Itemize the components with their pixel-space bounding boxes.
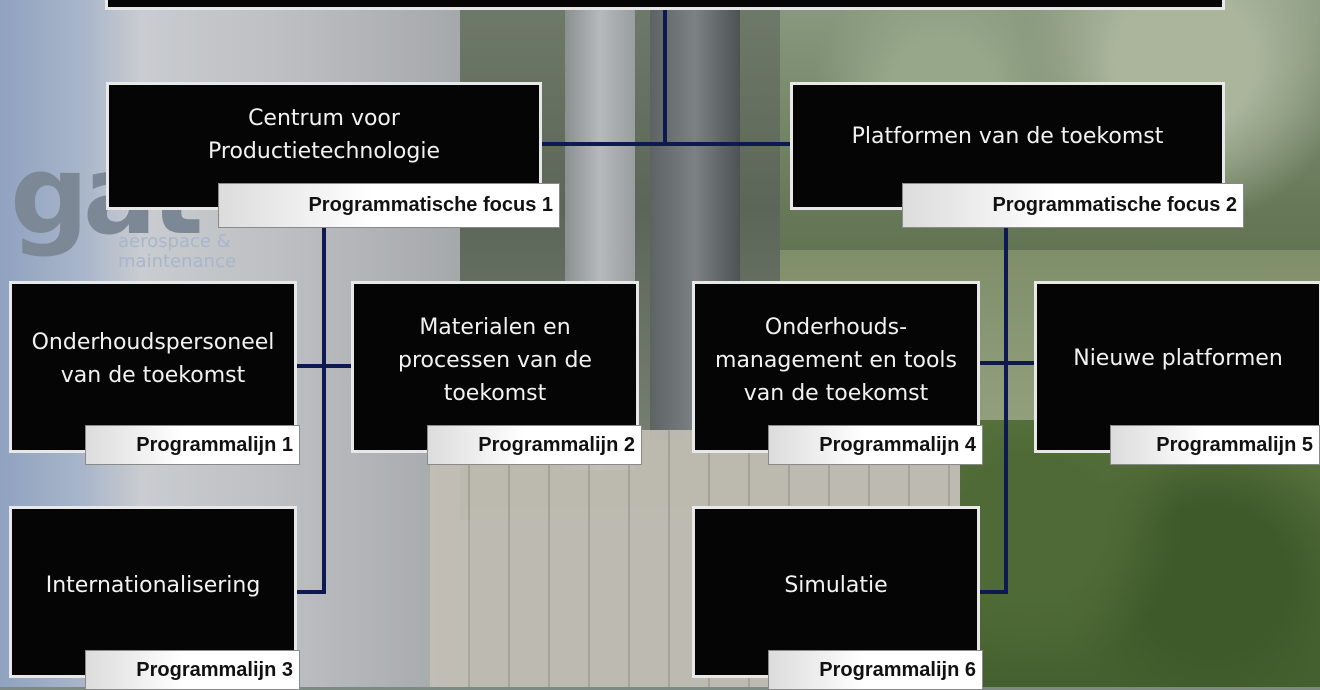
program-tag-5: Programmalijn 5	[1110, 425, 1320, 465]
program-tag-6: Programmalijn 6	[768, 650, 983, 690]
program-tag-label: Programmalijn 3	[136, 658, 293, 681]
root-node	[105, 0, 1225, 10]
program-node-title: Onderhoudspersoneel van de toekomst	[31, 330, 275, 388]
program-tag-1: Programmalijn 1	[85, 425, 300, 465]
program-node-5: Nieuwe platformen	[1034, 281, 1320, 453]
program-tag-4: Programmalijn 4	[768, 425, 983, 465]
program-node-6: Simulatie	[692, 506, 980, 678]
program-node-title: Internationalisering	[45, 572, 261, 598]
connector-lijn4-5	[976, 361, 1038, 365]
program-tag-label: Programmalijn 6	[819, 658, 976, 681]
connector-lijn3	[295, 590, 326, 594]
program-tag-label: Programmalijn 1	[136, 433, 293, 456]
focus-node-1: Centrum voor Productietechnologie	[106, 82, 542, 210]
program-node-1: Onderhoudspersoneel van de toekomst	[9, 281, 297, 453]
connector-lijn6	[976, 590, 1007, 594]
connector-root-vertical	[663, 10, 667, 145]
program-node-4: Onderhouds-management en tools van de to…	[692, 281, 980, 453]
focus-tag-label: Programmatische focus 1	[308, 194, 553, 216]
program-tag-label: Programmalijn 4	[819, 433, 976, 456]
connector-focus1-vertical	[322, 228, 326, 594]
program-node-title: Materialen en processen van de toekomst	[398, 314, 592, 406]
connector-focus-horizontal	[540, 142, 792, 146]
program-tag-2: Programmalijn 2	[427, 425, 642, 465]
focus-node-title: Platformen van de toekomst	[851, 123, 1164, 149]
program-node-3: Internationalisering	[9, 506, 297, 678]
focus-tag-2: Programmatische focus 2	[902, 183, 1244, 228]
program-node-title: Onderhouds-management en tools van de to…	[715, 314, 957, 406]
connector-focus2-vertical	[1004, 228, 1008, 594]
focus-tag-label: Programmatische focus 2	[992, 194, 1237, 216]
program-node-title: Simulatie	[784, 572, 888, 598]
connector-lijn1-2	[295, 364, 355, 368]
program-node-title: Nieuwe platformen	[1073, 345, 1283, 371]
focus-tag-1: Programmatische focus 1	[218, 183, 560, 228]
program-tag-label: Programmalijn 2	[478, 433, 635, 456]
focus-node-title: Centrum voor Productietechnologie	[208, 106, 440, 164]
program-tag-label: Programmalijn 5	[1156, 433, 1313, 456]
program-node-2: Materialen en processen van de toekomst	[351, 281, 639, 453]
program-tag-3: Programmalijn 3	[85, 650, 300, 690]
logo-subtitle: aerospace &maintenance	[118, 231, 236, 272]
